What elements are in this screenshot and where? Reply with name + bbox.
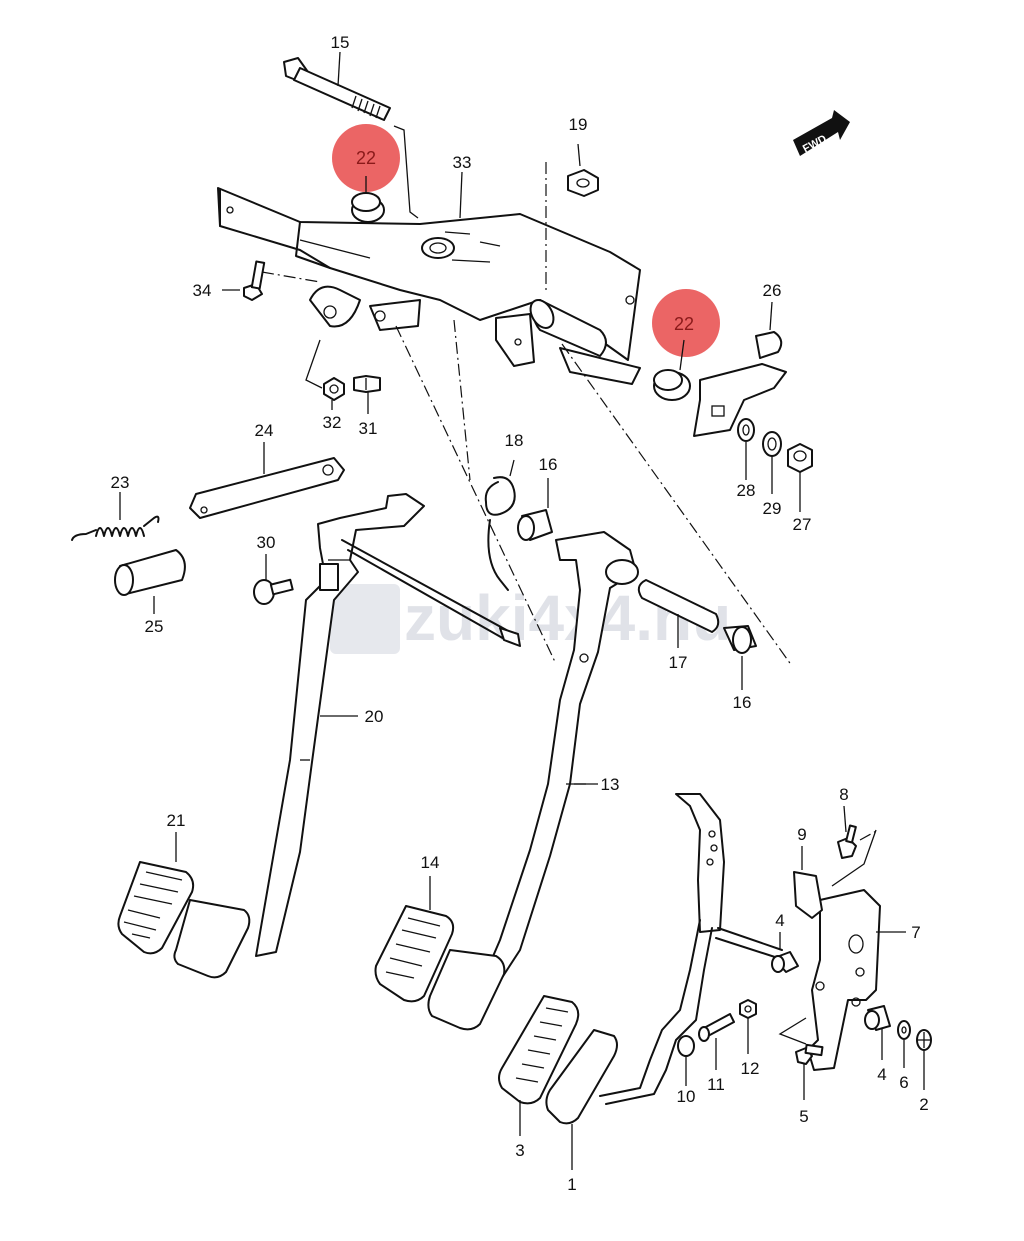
pedal-bracket-33 (217, 187, 641, 385)
shaft-17 (637, 579, 720, 633)
nut-12 (739, 999, 757, 1019)
bolt-15 (283, 57, 419, 219)
bushing-22-right (652, 289, 720, 401)
label-17: 17 (669, 653, 688, 672)
bushing-4-upper (771, 951, 799, 973)
label-4-lower: 4 (877, 1065, 886, 1084)
washer-28 (737, 418, 755, 442)
label-8: 8 (839, 785, 848, 804)
accelerator-pad-cover-3 (498, 995, 580, 1105)
washer-29 (762, 431, 782, 457)
label-18: 18 (505, 431, 524, 450)
label-14: 14 (421, 853, 440, 872)
label-28: 28 (737, 481, 756, 500)
pad-cover-14 (374, 905, 455, 1003)
bushing-4-lower (864, 1005, 891, 1031)
label-15: 15 (331, 33, 350, 52)
rod-end (499, 627, 521, 647)
bushing-22-left (332, 124, 400, 223)
washer-6 (897, 1020, 911, 1040)
label-16-upper: 16 (539, 455, 558, 474)
pedal-pad-13 (427, 949, 506, 1031)
centerline-upper (395, 325, 557, 665)
label-21: 21 (167, 811, 186, 830)
label-31: 31 (359, 419, 378, 438)
nut-32 (323, 377, 345, 401)
leader-31-32 (305, 339, 323, 389)
accelerator-bracket-7 (778, 829, 881, 1071)
part-labels: 15 22 33 19 22 26 34 32 31 24 18 16 23 2… (111, 33, 929, 1194)
cylinder-25 (114, 549, 186, 596)
label-24: 24 (255, 421, 274, 440)
spring-23 (71, 515, 160, 541)
centerline-left (453, 319, 471, 481)
label-7: 7 (911, 923, 920, 942)
leader-lines (119, 51, 925, 1170)
label-19: 19 (569, 115, 588, 134)
label-20: 20 (365, 707, 384, 726)
stopper-10 (677, 1035, 695, 1057)
clutch-pedal-20 (255, 493, 425, 957)
clip-9 (793, 871, 823, 919)
label-6: 6 (899, 1073, 908, 1092)
label-11: 11 (707, 1075, 725, 1094)
label-33: 33 (453, 153, 472, 172)
screw-11 (698, 1013, 735, 1042)
label-22-left: 22 (356, 148, 376, 168)
bushing-16-upper (517, 509, 553, 541)
label-29: 29 (763, 499, 782, 518)
bolt-31 (353, 375, 381, 393)
plate-24 (189, 457, 345, 519)
label-30: 30 (257, 533, 276, 552)
label-10: 10 (677, 1087, 696, 1106)
label-16-lower: 16 (733, 693, 752, 712)
label-12: 12 (741, 1059, 760, 1078)
pedal-pad-20 (173, 899, 251, 979)
label-26: 26 (763, 281, 782, 300)
label-9: 9 (797, 825, 806, 844)
label-34: 34 (193, 281, 212, 300)
label-22-right: 22 (674, 314, 694, 334)
pedal-shaft-rod (341, 539, 511, 633)
label-27: 27 (793, 515, 812, 534)
bracket-26 (693, 301, 787, 437)
label-32: 32 (323, 413, 342, 432)
nut-19 (545, 143, 599, 290)
bolt-30 (253, 578, 294, 605)
label-2: 2 (919, 1095, 928, 1114)
clip-2 (916, 1029, 932, 1051)
label-23: 23 (111, 473, 130, 492)
pad-cover-21 (117, 861, 195, 955)
bushing-16-lower (723, 625, 757, 654)
fwd-direction-badge: FWD (793, 110, 850, 156)
bolt-34 (222, 260, 321, 301)
label-1: 1 (567, 1175, 576, 1194)
nut-27 (787, 443, 813, 473)
return-spring-18 (484, 459, 516, 591)
label-4-upper: 4 (775, 911, 784, 930)
label-5: 5 (799, 1107, 808, 1126)
accelerator-pedal-arm (599, 793, 783, 1105)
accelerator-pad-1 (545, 1029, 618, 1125)
bolt-8 (837, 824, 857, 859)
bolt-5 (795, 1043, 824, 1065)
label-13: 13 (601, 775, 620, 794)
label-3: 3 (515, 1141, 524, 1160)
label-25: 25 (145, 617, 164, 636)
